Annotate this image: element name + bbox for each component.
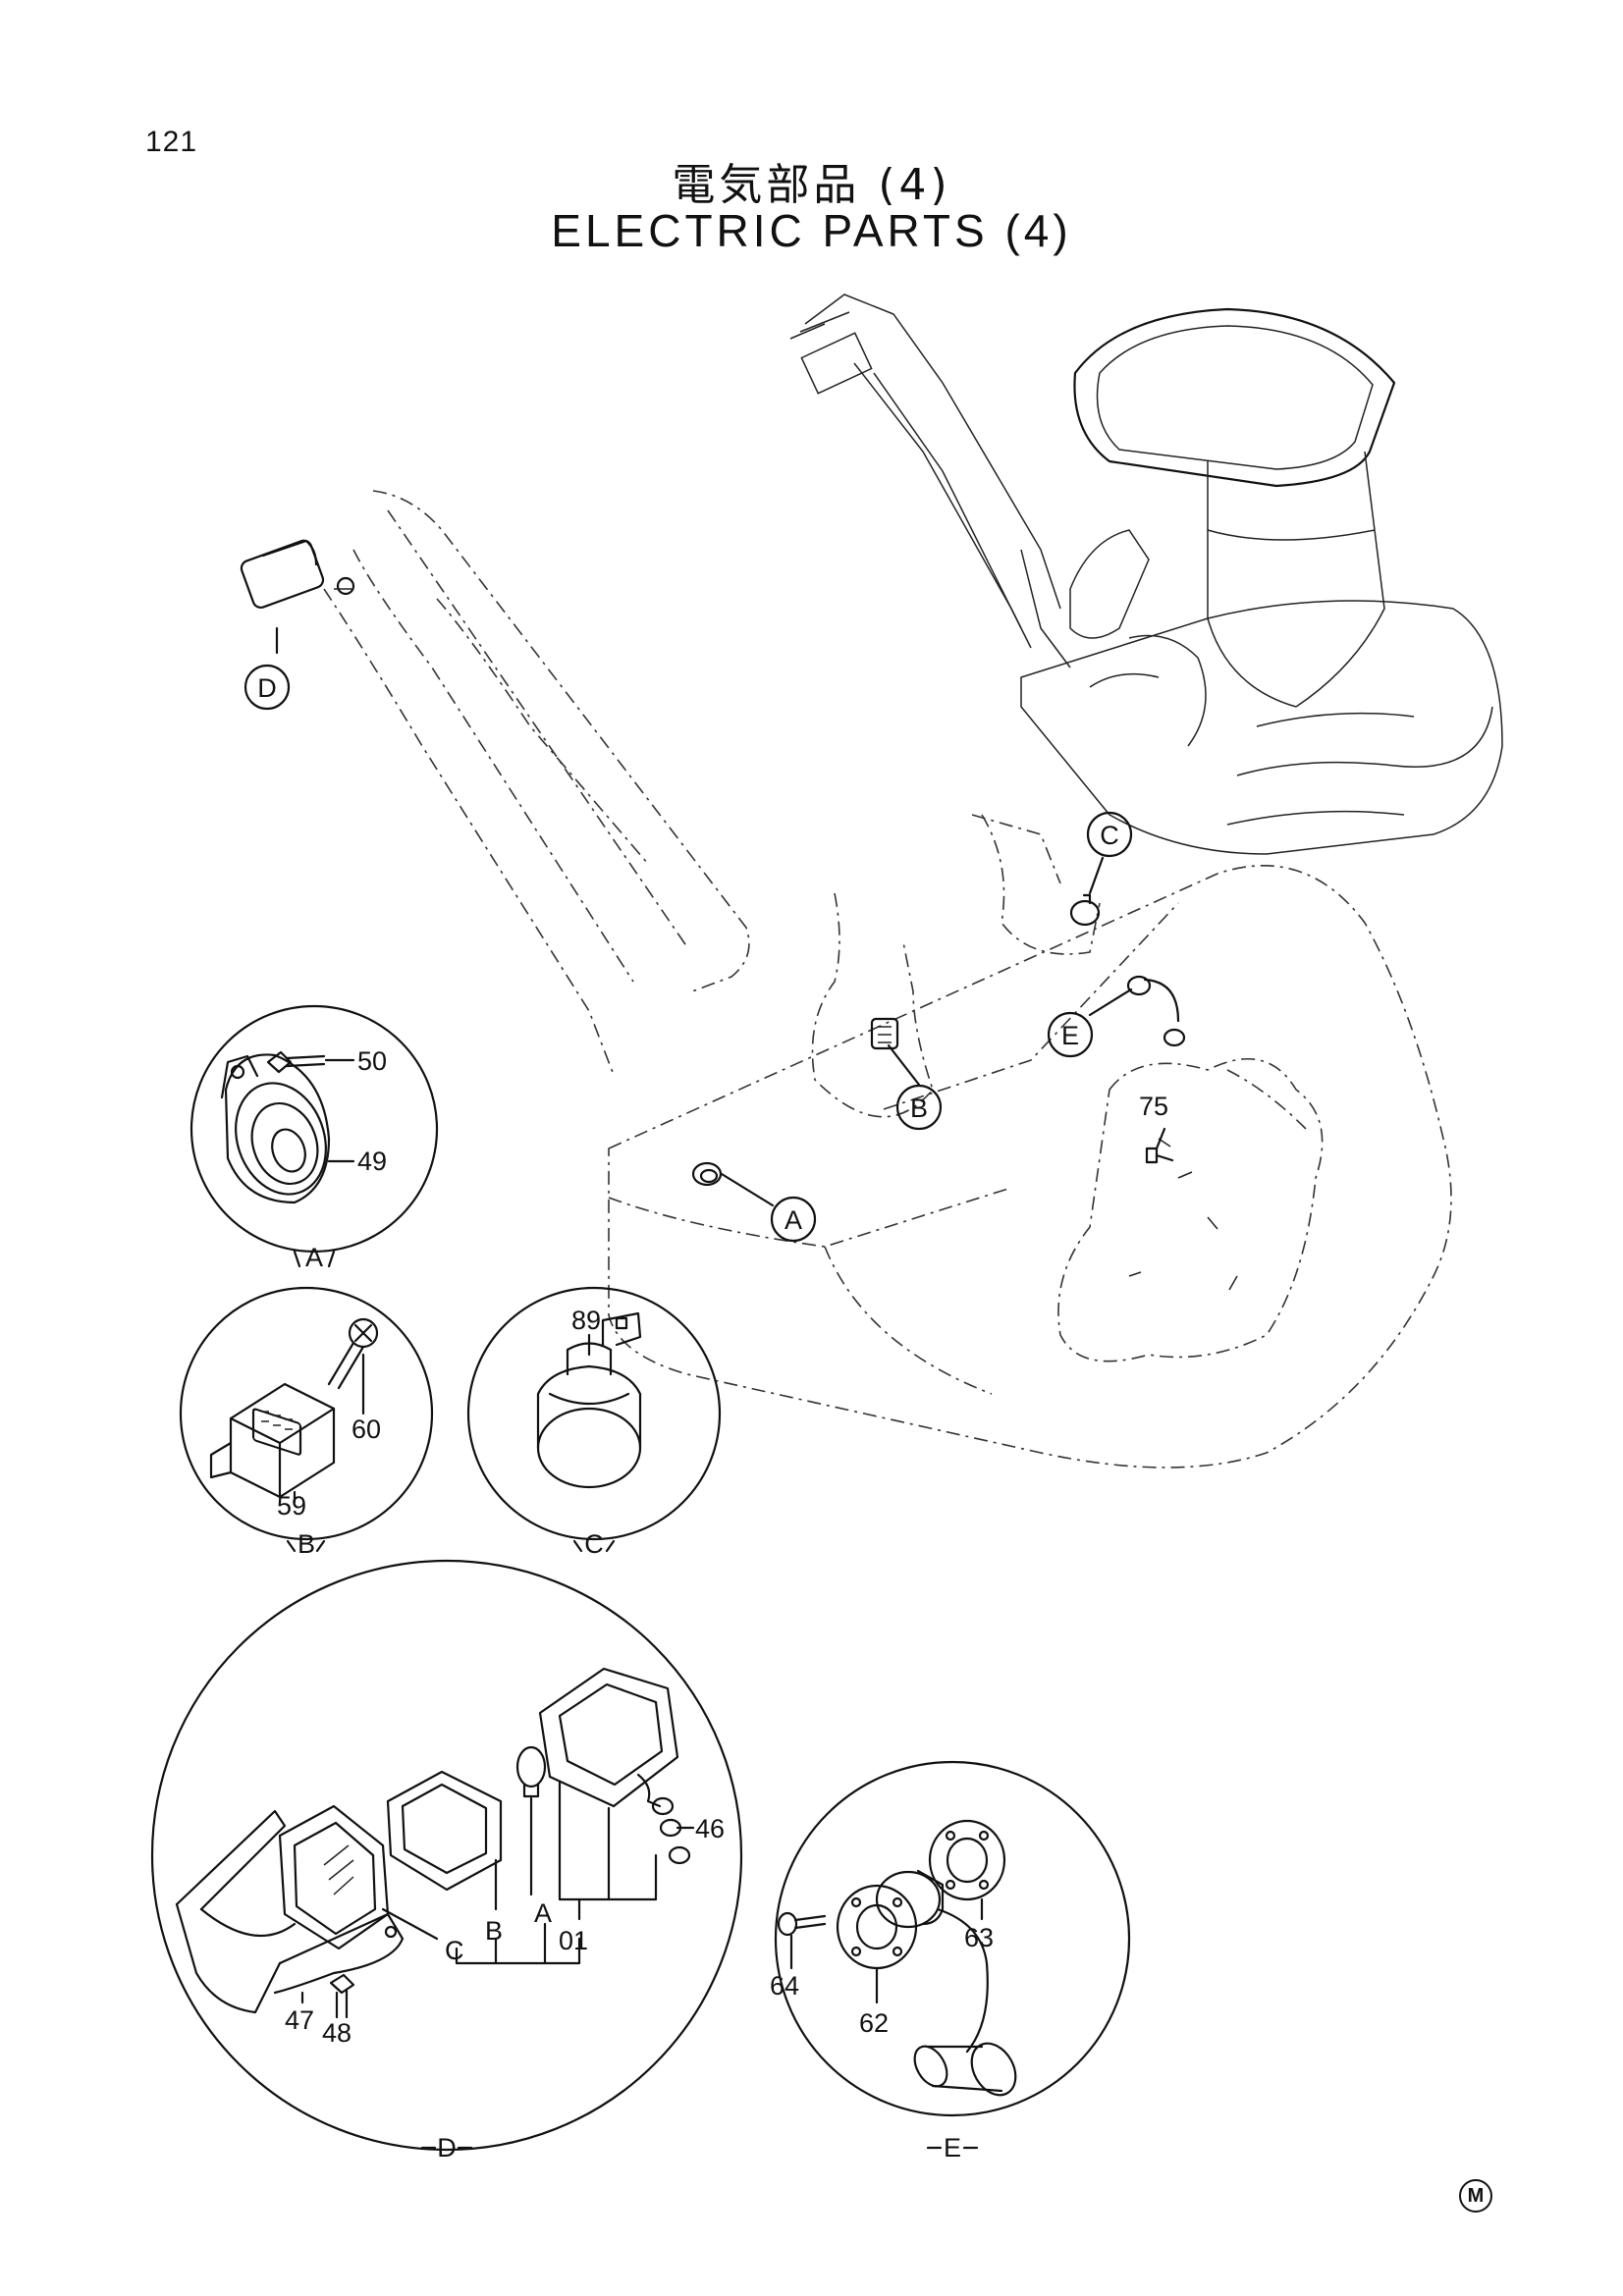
- work-light-on-boom: [240, 539, 355, 609]
- part-label-d-c: C: [445, 1936, 464, 1965]
- nut-46: [651, 1796, 691, 1865]
- hour-meter-body: [209, 1382, 336, 1499]
- part-label-63: 63: [964, 1923, 994, 1952]
- part-label-01: 01: [559, 1926, 588, 1955]
- svg-text:D: D: [257, 673, 277, 703]
- page-title-english: ELECTRIC PARTS (4): [551, 205, 1072, 256]
- gasket-63: [928, 1819, 1006, 1901]
- part-label-d-a: A: [534, 1898, 552, 1928]
- svg-text:E: E: [1061, 1021, 1079, 1050]
- gasket: [386, 1770, 503, 1892]
- bracket-47: [175, 1809, 405, 2014]
- bulb: [515, 1745, 547, 1798]
- bolt-50: [266, 1050, 326, 1074]
- page-title-japanese: 電気部品 (4): [672, 160, 951, 210]
- svg-text:C: C: [1100, 821, 1119, 850]
- callout-e-main: E: [1047, 1011, 1094, 1058]
- detail-label-a: A: [305, 1243, 323, 1272]
- screw-60: [327, 1317, 379, 1390]
- callout-d-main: D: [243, 664, 291, 711]
- detail-label-d: D: [437, 2133, 457, 2163]
- part-label-60: 60: [352, 1415, 381, 1444]
- part-label-46: 46: [695, 1814, 725, 1843]
- part-label-48: 48: [322, 2018, 352, 2048]
- lamp-housing: [538, 1667, 679, 1808]
- detail-label-c: C: [584, 1529, 604, 1559]
- machine-outline: [323, 294, 1503, 1468]
- part-label-59: 59: [277, 1491, 306, 1521]
- detail-label-b: B: [298, 1529, 315, 1559]
- part-label-64: 64: [770, 1971, 799, 2001]
- engine-sensor-75-marker: [1145, 1147, 1174, 1164]
- float: [913, 2042, 1017, 2097]
- callout-b-main: B: [895, 1084, 943, 1131]
- detail-view-b: 60 59 B: [179, 1286, 434, 1559]
- detail-view-d: 46 A B C 01 47 48 D: [150, 1559, 743, 2163]
- detail-view-e: 64 62 63 E: [770, 1760, 1131, 2163]
- detail-view-c: 89 C: [466, 1286, 722, 1559]
- key-switch-body: [536, 1311, 642, 1489]
- lens-frame: [278, 1804, 390, 1950]
- hour-meter-marker: [870, 1017, 899, 1050]
- bolt-48: [329, 1973, 355, 2019]
- horn-body: [220, 1053, 331, 1204]
- sensor-body: [875, 1869, 989, 2054]
- svg-text:B: B: [910, 1094, 928, 1123]
- maker-mark: M: [1459, 2179, 1492, 2213]
- callout-c-main: C: [1086, 811, 1133, 858]
- detail-label-e: E: [944, 2133, 961, 2163]
- detail-view-a: 50 49 A: [189, 1004, 439, 1272]
- fuel-sensor-marker: [1126, 975, 1186, 1047]
- part-label-75: 75: [1139, 1092, 1168, 1121]
- part-label-49: 49: [357, 1147, 387, 1176]
- screw-64: [777, 1911, 827, 1937]
- part-label-62: 62: [859, 2008, 889, 2038]
- part-label-89: 89: [571, 1306, 601, 1335]
- part-label-50: 50: [357, 1046, 387, 1076]
- machine-component-markers: [240, 539, 1186, 1187]
- page-number: 121: [145, 126, 198, 158]
- callout-a-main: A: [770, 1196, 817, 1243]
- part-label-d-b: B: [485, 1916, 503, 1946]
- part-label-47: 47: [285, 2005, 314, 2035]
- horn-marker: [691, 1161, 723, 1187]
- switch-marker: [1069, 893, 1101, 927]
- svg-text:A: A: [784, 1205, 802, 1235]
